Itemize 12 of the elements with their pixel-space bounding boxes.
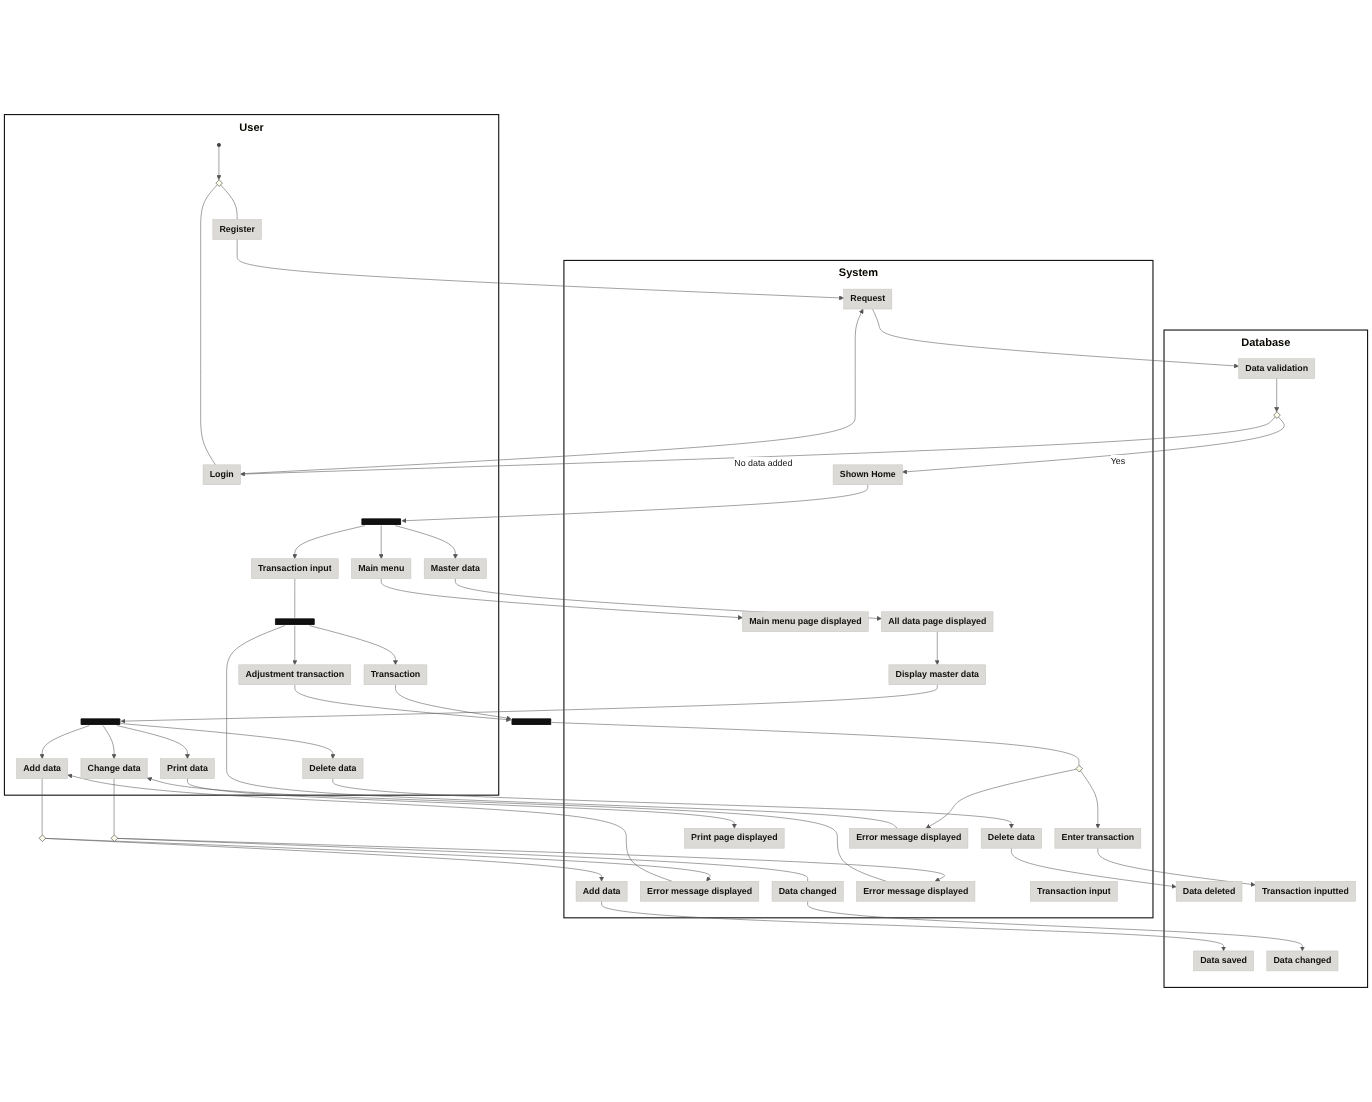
node-diamond [110, 834, 118, 842]
node-diamond [1075, 765, 1083, 773]
connector [200, 184, 218, 466]
connector [220, 184, 238, 220]
node-diamond [215, 179, 223, 187]
connector [294, 578, 296, 619]
node-circle [216, 143, 221, 147]
node-diamond [1273, 411, 1281, 419]
connector [551, 722, 1080, 766]
connector [113, 778, 115, 836]
connector [41, 778, 43, 836]
node-diamond [38, 834, 46, 842]
